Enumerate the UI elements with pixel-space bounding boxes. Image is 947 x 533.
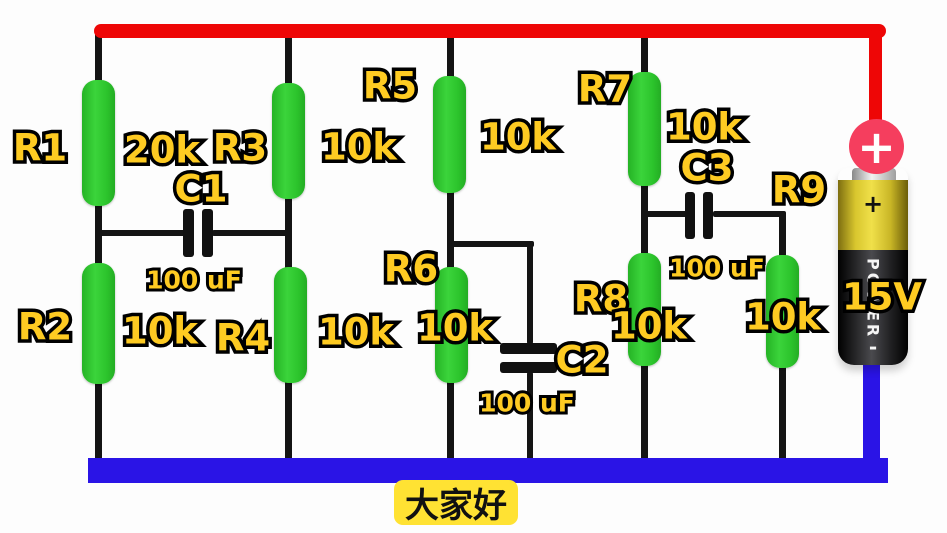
caption-box: 大家好 (394, 480, 518, 526)
battery-body-top (838, 180, 908, 250)
label-r1: R1 (13, 130, 68, 167)
label-r2: R2 (18, 309, 73, 346)
wire (447, 30, 454, 82)
wire (779, 211, 786, 259)
wire (95, 30, 102, 86)
wire (212, 230, 290, 236)
wire (713, 211, 783, 217)
wire (285, 30, 292, 88)
label-r3: R3 (213, 130, 268, 167)
label-r7: R7 (578, 71, 633, 108)
resistor-r4 (274, 267, 307, 383)
value-c2: 100 uF (479, 391, 575, 416)
value-r7: 10k (666, 109, 742, 146)
resistor-r2 (82, 263, 115, 384)
capacitor-c2-plate (500, 343, 557, 354)
capacitor-c3-plate (703, 192, 713, 239)
resistor-r7 (628, 72, 661, 186)
wire (644, 211, 688, 217)
wire (450, 241, 534, 247)
label-r9: R9 (772, 172, 827, 209)
value-r9: 10k (745, 299, 821, 336)
wire (527, 372, 533, 464)
wire (285, 378, 292, 463)
label-c2: C2 (556, 342, 609, 379)
value-c3: 100 uF (669, 256, 765, 281)
capacitor-c1-plate (183, 209, 194, 257)
capacitor-c1-plate (202, 209, 213, 257)
wire (641, 182, 648, 257)
battery-positive-wire (869, 30, 882, 126)
label-r8: R8 (574, 281, 629, 318)
value-c1: 100 uF (146, 268, 242, 293)
value-r4: 10k (318, 314, 394, 351)
wire (95, 378, 102, 463)
battery-polarity-minus: - (868, 335, 878, 359)
wire (447, 378, 454, 463)
battery-plus-icon: + (849, 119, 904, 174)
label-c3: C3 (681, 150, 734, 187)
resistor-r5 (433, 76, 466, 193)
plus-symbol: + (857, 119, 896, 174)
capacitor-c3-plate (685, 192, 695, 239)
battery-negative-wire (863, 343, 880, 465)
wire (447, 188, 454, 272)
label-c1: C1 (175, 171, 228, 208)
caption-text: 大家好 (405, 486, 507, 526)
value-r8: 10k (611, 308, 687, 345)
value-r2: 10k (122, 313, 198, 350)
resistor-r1 (82, 80, 115, 206)
battery-polarity-plus: + (862, 190, 884, 218)
wire (641, 362, 648, 463)
label-r4: R4 (216, 320, 271, 357)
value-r5: 10k (480, 119, 556, 156)
battery: + POWER - (838, 168, 908, 365)
positive-rail (94, 24, 886, 38)
resistor-r3 (272, 83, 305, 199)
label-r6: R6 (384, 251, 439, 288)
value-r1: 20k (124, 132, 200, 169)
label-r5: R5 (363, 68, 418, 105)
wire (641, 30, 648, 78)
capacitor-c2-plate (500, 362, 557, 373)
wire (779, 364, 786, 463)
wire (527, 241, 533, 344)
wire (96, 230, 186, 236)
label-battery-voltage: 15V (842, 279, 922, 316)
value-r6: 10k (417, 310, 493, 347)
negative-rail (88, 458, 888, 483)
value-r3: 10k (321, 129, 397, 166)
